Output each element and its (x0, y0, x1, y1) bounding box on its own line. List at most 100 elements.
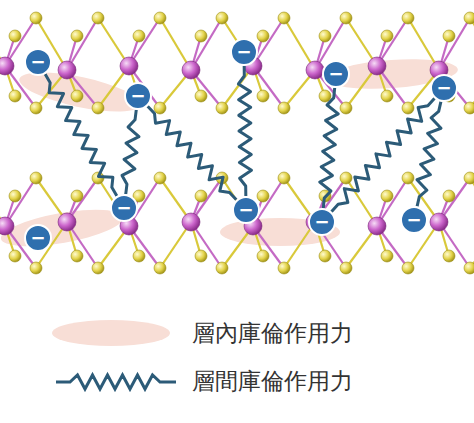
legend-entry: 層內庫倫作用力 (0, 314, 474, 354)
chalcogen-atom (319, 90, 331, 102)
metal-atom (182, 213, 200, 231)
chalcogen-atom (195, 250, 207, 262)
chalcogen-atom (154, 102, 166, 114)
chalcogen-atom (195, 190, 207, 202)
charge-sign: − (130, 87, 145, 105)
chalcogen-atom (133, 30, 145, 42)
chalcogen-atom (464, 172, 474, 184)
chalcogen-atom (340, 12, 352, 24)
legend-label: 層間庫倫作用力 (192, 366, 353, 397)
chalcogen-atom (71, 90, 83, 102)
chalcogen-atom (30, 12, 42, 24)
charge-sign: − (406, 211, 421, 229)
chalcogen-atom (278, 102, 290, 114)
interlayer-spring (122, 110, 139, 194)
electron-charge: − (308, 208, 336, 236)
chalcogen-atom (71, 30, 83, 42)
chalcogen-atom (9, 250, 21, 262)
chalcogen-atom (464, 102, 474, 114)
intralayer-region (0, 55, 459, 253)
chalcogen-atom (278, 172, 290, 184)
chalcogen-atom (195, 90, 207, 102)
chalcogen-atom (257, 190, 269, 202)
bond (470, 18, 474, 66)
chalcogen-atom (464, 262, 474, 274)
charge-sign: − (238, 201, 253, 219)
chalcogen-atom (340, 172, 352, 184)
bond (470, 178, 474, 226)
chalcogen-atom (133, 250, 145, 262)
legend-spring-sample (56, 375, 176, 389)
chalcogen-atom (278, 262, 290, 274)
interlayer-spring (148, 106, 237, 200)
chalcogen-atom (71, 250, 83, 262)
charge-sign: − (30, 53, 45, 71)
chalcogen-atom (402, 12, 414, 24)
metal-atom (368, 57, 386, 75)
metal-atom (368, 217, 386, 235)
chalcogen-atom (464, 12, 474, 24)
interlayer-spring (331, 98, 434, 211)
chalcogen-atom (154, 12, 166, 24)
metal-atom (120, 57, 138, 75)
interlayer-spring (238, 66, 251, 196)
chalcogen-atom (340, 262, 352, 274)
electron-charge: − (24, 224, 52, 252)
chalcogen-atom (257, 250, 269, 262)
charge-sign: − (328, 65, 343, 83)
electron-charge: − (322, 60, 350, 88)
chalcogen-atom (319, 30, 331, 42)
metal-atom (0, 57, 14, 75)
electron-charge: − (24, 48, 52, 76)
charge-sign: − (314, 213, 329, 231)
chalcogen-atom (402, 262, 414, 274)
charge-sign: − (30, 229, 45, 247)
metal-atom (430, 213, 448, 231)
charge-sign: − (236, 43, 251, 61)
chalcogen-atom (9, 190, 21, 202)
chalcogen-atom (195, 30, 207, 42)
bond-group (0, 18, 474, 108)
chalcogen-atom (278, 12, 290, 24)
metal-atom (182, 61, 200, 79)
legend-swatch (52, 320, 170, 346)
electron-charge: − (430, 74, 458, 102)
chalcogen-atom (154, 172, 166, 184)
bond-group (0, 178, 474, 268)
chalcogen-atom (319, 250, 331, 262)
chalcogen-atom (30, 102, 42, 114)
interlayer-spring (320, 88, 339, 208)
chalcogen-atom (443, 190, 455, 202)
bond (470, 226, 474, 268)
chalcogen-atom (9, 90, 21, 102)
chalcogen-atom (92, 262, 104, 274)
chalcogen-atom (381, 90, 393, 102)
electron-charge: − (232, 196, 260, 224)
chalcogen-atom (340, 102, 352, 114)
chalcogen-atom (257, 90, 269, 102)
charge-sign: − (436, 79, 451, 97)
chalcogen-atom (71, 190, 83, 202)
bond (470, 66, 474, 108)
chalcogen-atom (30, 262, 42, 274)
charge-sign: − (116, 199, 131, 217)
metal-atom (58, 213, 76, 231)
chalcogen-atom (216, 102, 228, 114)
legend-label: 層內庫倫作用力 (192, 318, 353, 349)
chalcogen-atom (9, 30, 21, 42)
chalcogen-atom (443, 30, 455, 42)
chalcogen-atom (381, 30, 393, 42)
chalcogen-atom (154, 262, 166, 274)
chalcogen-atom (443, 250, 455, 262)
chalcogen-atom (402, 102, 414, 114)
electron-charge: − (124, 82, 152, 110)
chalcogen-atom (216, 12, 228, 24)
chalcogen-atom (381, 250, 393, 262)
chalcogen-atom (216, 262, 228, 274)
chalcogen-atom (381, 190, 393, 202)
interlayer-spring (417, 102, 441, 207)
chalcogen-atom (402, 172, 414, 184)
electron-charge: − (230, 38, 258, 66)
metal-atom (0, 217, 14, 235)
legend-entry: 層間庫倫作用力 (0, 362, 474, 402)
